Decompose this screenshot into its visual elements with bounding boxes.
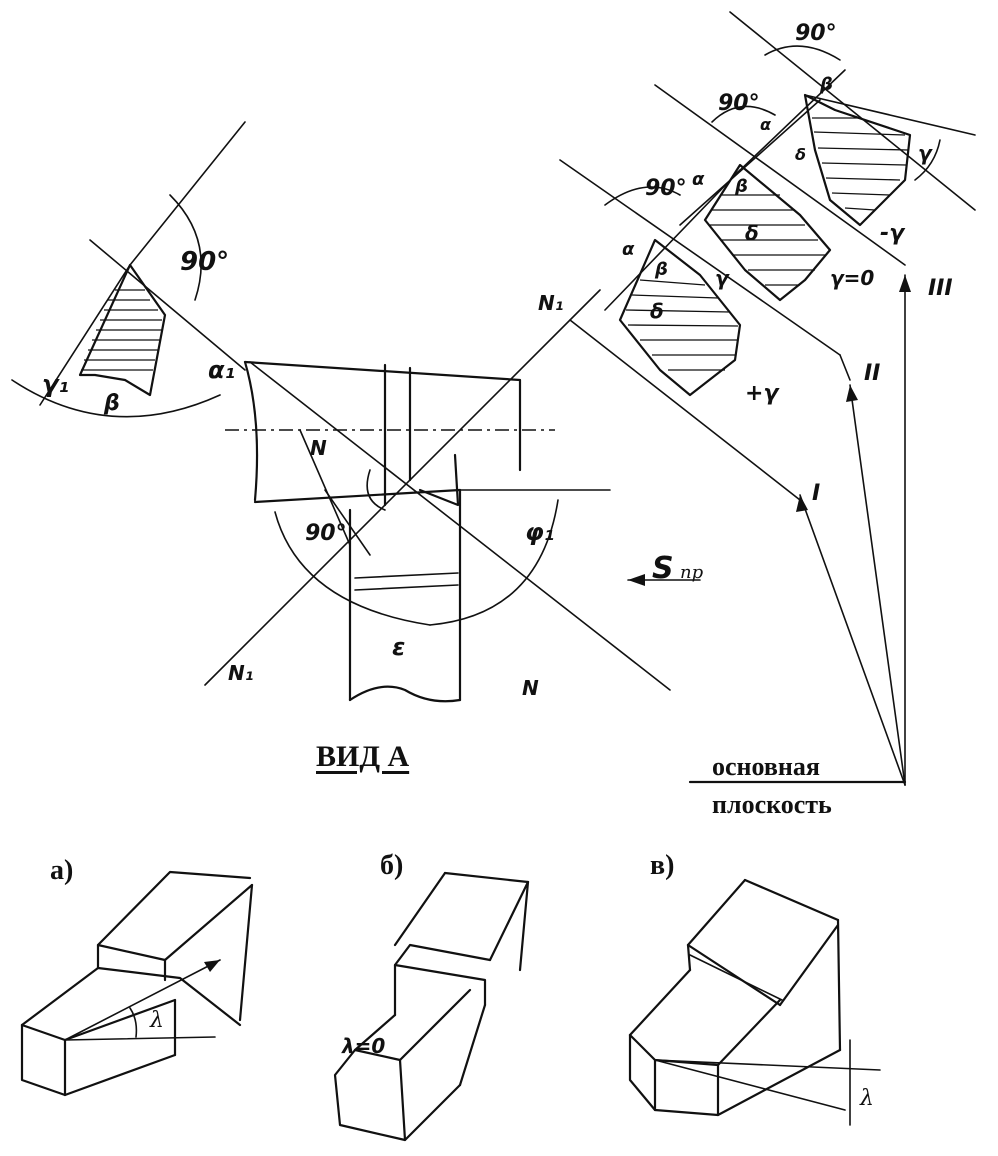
position-iii-label: III — [928, 276, 953, 301]
feed-subscript: пр — [680, 562, 704, 583]
lambda-label-v: λ — [859, 1086, 874, 1111]
panel-b-label: б) — [380, 850, 404, 881]
panel-b-drawing: λ=0 — [333, 871, 530, 1142]
position-i-label: I — [812, 481, 820, 506]
delta-label-pos1: δ — [650, 299, 664, 323]
phi1-label: φ₁ — [525, 518, 554, 546]
alpha-label-pos3: α — [760, 115, 772, 134]
rake-angle-positions: I II III — [559, 11, 976, 786]
basic-plane-label-line1: основная — [712, 752, 820, 781]
view-a-title: ВИД А — [316, 740, 410, 773]
angle-90-label-center: 90° — [305, 521, 347, 546]
minus-gamma-label: -γ — [880, 221, 906, 246]
alpha-label-pos1: α — [622, 239, 635, 260]
gamma-zero-label: γ=0 — [830, 266, 874, 290]
beta-label-pos3: β — [819, 74, 833, 95]
beta-label-pos2: β — [734, 176, 748, 197]
section-n1-label-lower: N₁ — [228, 661, 254, 685]
panel-a-label: а) — [50, 855, 74, 886]
delta-label-pos2: δ — [745, 221, 759, 245]
position-ii-label: II — [864, 361, 880, 386]
tool-plan-view: 90° φ₁ ε N N N₁ N₁ — [204, 289, 671, 703]
section-n1-label-upper: N₁ — [538, 291, 564, 315]
gamma-label-pos1: γ — [715, 266, 730, 290]
alpha1-label: α₁ — [208, 356, 235, 384]
panel-a-drawing: λ — [20, 870, 254, 1097]
feed-symbol: S — [652, 551, 674, 586]
lambda-zero-label: λ=0 — [341, 1034, 385, 1058]
feed-arrow: S пр — [627, 551, 704, 586]
angle-90-label-left: 90° — [180, 247, 229, 277]
plus-gamma-label: +γ — [745, 381, 780, 406]
gamma-label-pos3: γ — [918, 141, 933, 165]
epsilon-label: ε — [392, 633, 405, 661]
section-n-label-upper: N — [310, 436, 327, 460]
angle-90-label-pos1: 90° — [645, 176, 687, 201]
angle-90-label-pos2: 90° — [718, 91, 760, 116]
basic-plane-label-line2: плоскость — [712, 790, 832, 819]
section-n1-wedge: 90° γ₁ β α₁ — [11, 121, 246, 418]
panel-v-label: в) — [650, 850, 675, 881]
beta-label-pos1: β — [654, 259, 668, 280]
panel-v-drawing: λ — [628, 878, 881, 1126]
alpha-label-pos2: α — [692, 169, 705, 190]
beta-label-left: β — [103, 391, 120, 416]
delta-label-pos3: δ — [795, 145, 806, 164]
angle-90-label-pos3: 90° — [795, 21, 837, 46]
lambda-label-a: λ — [149, 1008, 164, 1033]
section-n-label-lower: N — [522, 676, 539, 700]
gamma1-label: γ₁ — [42, 370, 69, 398]
